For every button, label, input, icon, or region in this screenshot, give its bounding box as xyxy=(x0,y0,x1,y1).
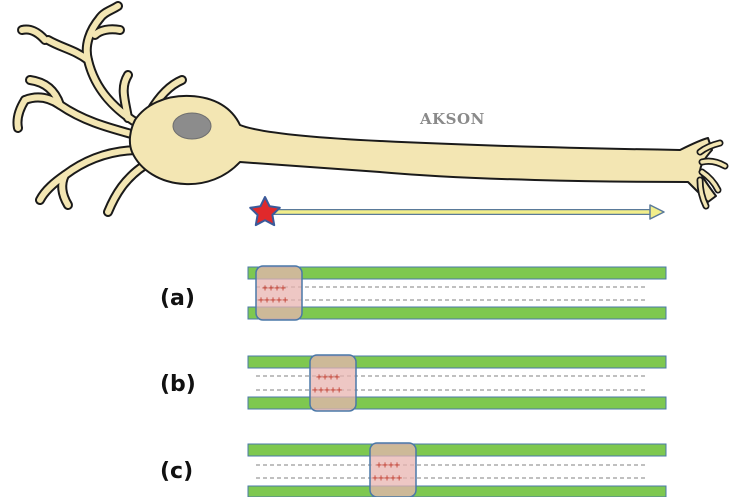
positive-charges: +++++ xyxy=(312,385,342,396)
nucleus xyxy=(173,113,211,139)
arrow-right-icon xyxy=(272,205,664,219)
panel-a: (a) ++++ +++++ xyxy=(160,266,666,320)
star-icon xyxy=(250,197,280,225)
positive-charges: +++++ xyxy=(372,473,402,484)
positive-charges: ++++ xyxy=(376,460,400,471)
depolarized-zone xyxy=(310,355,356,411)
panel-label: (b) xyxy=(160,372,196,397)
positive-charges: +++++ xyxy=(258,295,288,306)
panel-c: (c) ++++ +++++ xyxy=(160,443,666,497)
membrane-bottom xyxy=(248,486,666,497)
axon-label: AKSON xyxy=(419,110,485,128)
positive-charges: ++++ xyxy=(316,372,340,383)
panel-label: (c) xyxy=(160,459,193,484)
positive-charges: ++++ xyxy=(262,283,286,294)
neuron xyxy=(17,6,725,212)
panel-b: (b) ++++ +++++ xyxy=(160,355,666,411)
membrane-top xyxy=(248,444,666,456)
membrane-bottom xyxy=(248,307,666,319)
membrane-top xyxy=(248,267,666,279)
panel-label: (a) xyxy=(160,286,195,311)
